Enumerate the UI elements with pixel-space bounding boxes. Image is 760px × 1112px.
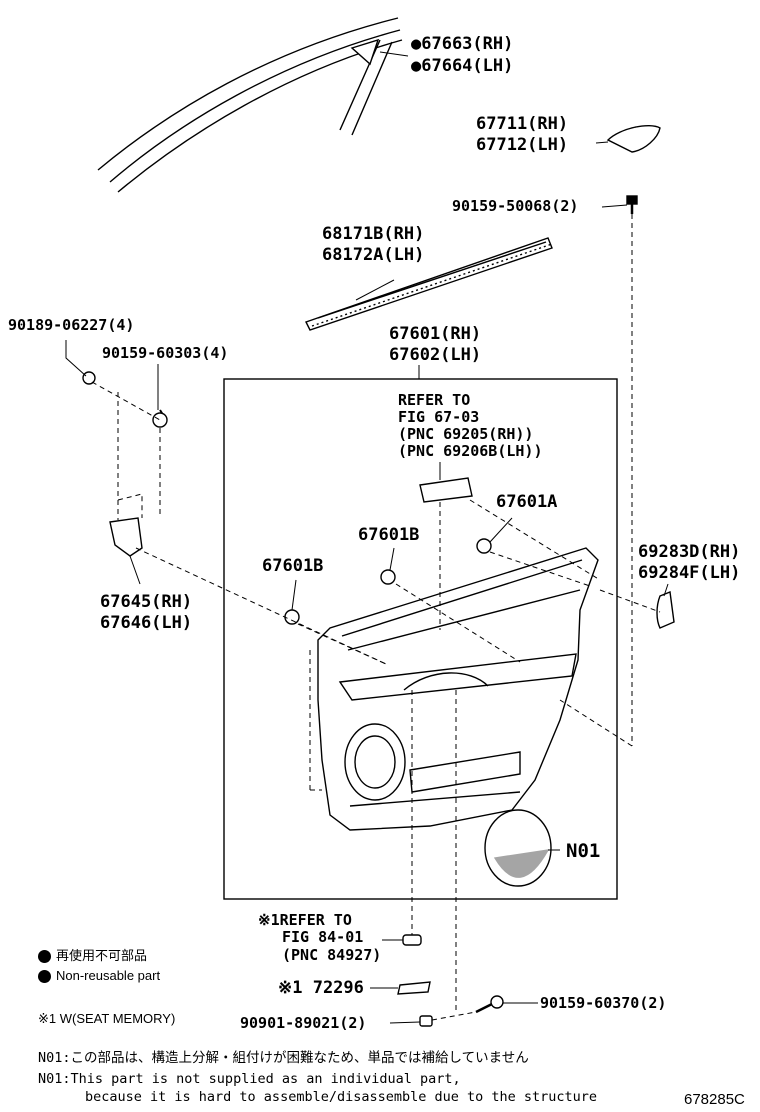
ref-line-1: REFER TO	[398, 391, 471, 409]
label-69283D: 69283D(RH)	[638, 542, 741, 562]
label-90189: 90189-06227(4)	[8, 316, 135, 334]
label-72296: ※1 72296	[278, 978, 364, 998]
label-90159-50068: 90159-50068(2)	[452, 197, 579, 215]
ref-line-3: (PNC 69205(RH))	[398, 425, 534, 443]
note-en-2: because it is hard to assemble/disassemb…	[85, 1089, 598, 1105]
ref2-line-2: FIG 84-01	[282, 928, 364, 946]
label-67646: 67646(LH)	[100, 613, 193, 633]
note-jp: N01:この部品は、構造上分解・組付けが困難なため、単品では補給していません	[38, 1050, 529, 1066]
label-67712: 67712(LH)	[476, 135, 569, 155]
label-67645: 67645(RH)	[100, 592, 193, 612]
figure-id: 678285C	[684, 1091, 745, 1108]
label-90901: 90901-89021(2)	[240, 1014, 367, 1032]
ref-line-4: (PNC 69206B(LH))	[398, 442, 543, 460]
speaker-grille	[344, 723, 406, 801]
label-67664: ●67664(LH)	[411, 56, 514, 76]
label-69284F: 69284F(LH)	[638, 563, 741, 583]
legend-en: Non-reusable part	[38, 969, 160, 984]
bullet-icon	[38, 950, 51, 964]
legend-jp: 再使用不可部品	[38, 949, 147, 964]
piece-69283D	[656, 591, 675, 629]
ref2-line-3: (PNC 84927)	[282, 946, 382, 964]
label-67601B-upper: 67601B	[358, 525, 420, 545]
bracket-67645	[109, 517, 143, 557]
label-N01: N01	[566, 840, 601, 862]
label-68171B: 68171B(RH)	[322, 224, 425, 244]
label-67601: 67601(RH)	[389, 324, 482, 344]
bullet-icon	[38, 970, 51, 984]
garnish-67711	[606, 124, 661, 153]
ref-line-2: FIG 67-03	[398, 408, 480, 426]
label-67602: 67602(LH)	[389, 345, 482, 365]
label-67663: ●67663(RH)	[411, 34, 514, 54]
ref2-line-1: ※1REFER TO	[258, 911, 352, 929]
label-90159-60303: 90159-60303(4)	[102, 344, 229, 362]
label-67601A: 67601A	[496, 492, 558, 512]
window-frame-outer	[97, 17, 399, 171]
corner-piece-67663	[350, 38, 380, 66]
panel-frame	[223, 378, 618, 900]
legend-note: ※1 W(SEAT MEMORY)	[38, 1011, 176, 1026]
label-90159-60370: 90159-60370(2)	[540, 994, 667, 1012]
speaker-cover-N01	[484, 809, 552, 887]
label-67711: 67711(RH)	[476, 114, 569, 134]
label-68172A: 68172A(LH)	[322, 245, 425, 265]
label-67601B-lower: 67601B	[262, 556, 324, 576]
note-en-1: N01:This part is not supplied as an indi…	[38, 1071, 461, 1087]
